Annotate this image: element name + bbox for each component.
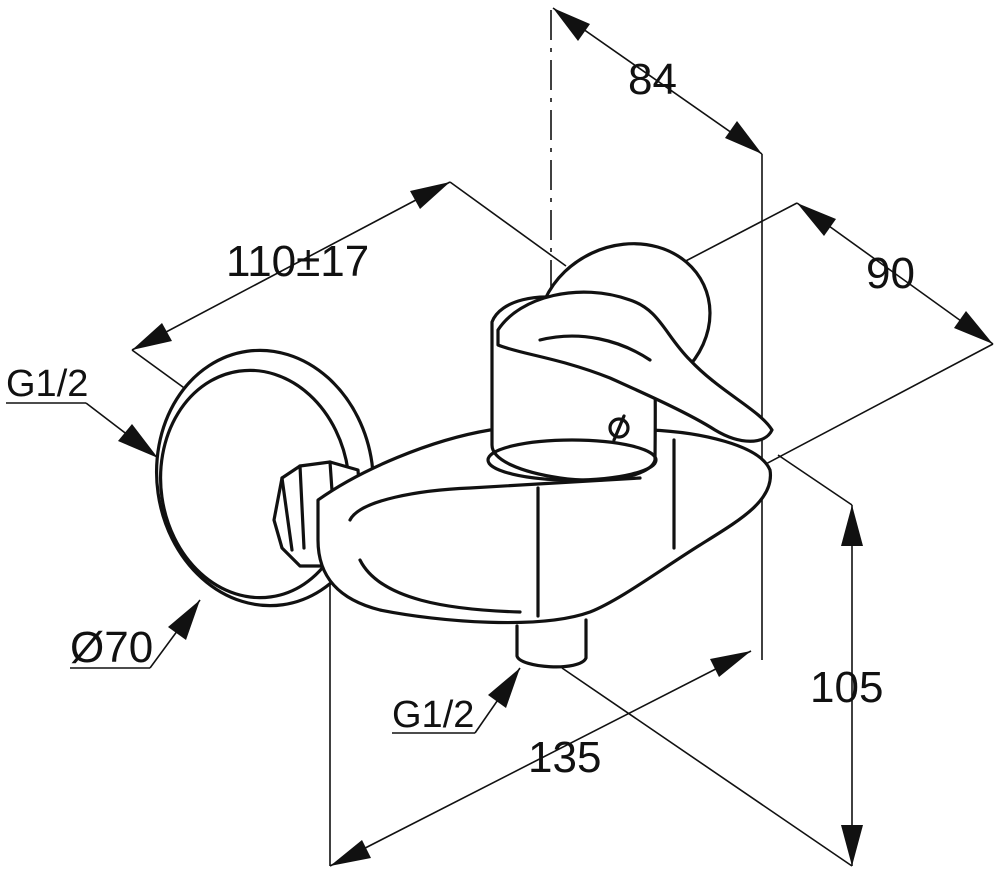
mixer-body [316, 428, 772, 625]
dimension-arrows [118, 8, 993, 866]
arrow-135-right [710, 651, 751, 677]
label-110-17: 110±17 [226, 237, 369, 286]
arrow-inlet-thread [118, 424, 158, 458]
arrow-outlet-thread [488, 668, 520, 708]
label-105: 105 [810, 663, 883, 712]
lever-handle [496, 290, 774, 443]
label-84: 84 [628, 55, 677, 104]
arrow-105-bottom [841, 825, 863, 866]
arrow-90-right [954, 311, 993, 344]
temperature-marker [608, 417, 630, 439]
arrow-105-top [841, 505, 863, 546]
label-inlet-thread: G1/2 [6, 363, 88, 405]
label-135: 135 [528, 733, 601, 782]
label-outlet-thread: G1/2 [392, 694, 474, 736]
arrow-90-left [797, 203, 836, 236]
outlet-spout [515, 618, 588, 669]
mixer-illustration [154, 242, 774, 669]
arrow-110-left [132, 323, 172, 350]
arrow-84-top [553, 8, 590, 41]
arrow-84-bottom [725, 121, 762, 154]
label-90: 90 [866, 249, 915, 298]
arrow-135-left [330, 840, 371, 866]
arrow-110-right [410, 182, 450, 209]
dimension-lines [6, 7, 994, 867]
arrow-rosette-diameter [168, 600, 200, 640]
label-diameter-70: Ø70 [70, 623, 153, 672]
